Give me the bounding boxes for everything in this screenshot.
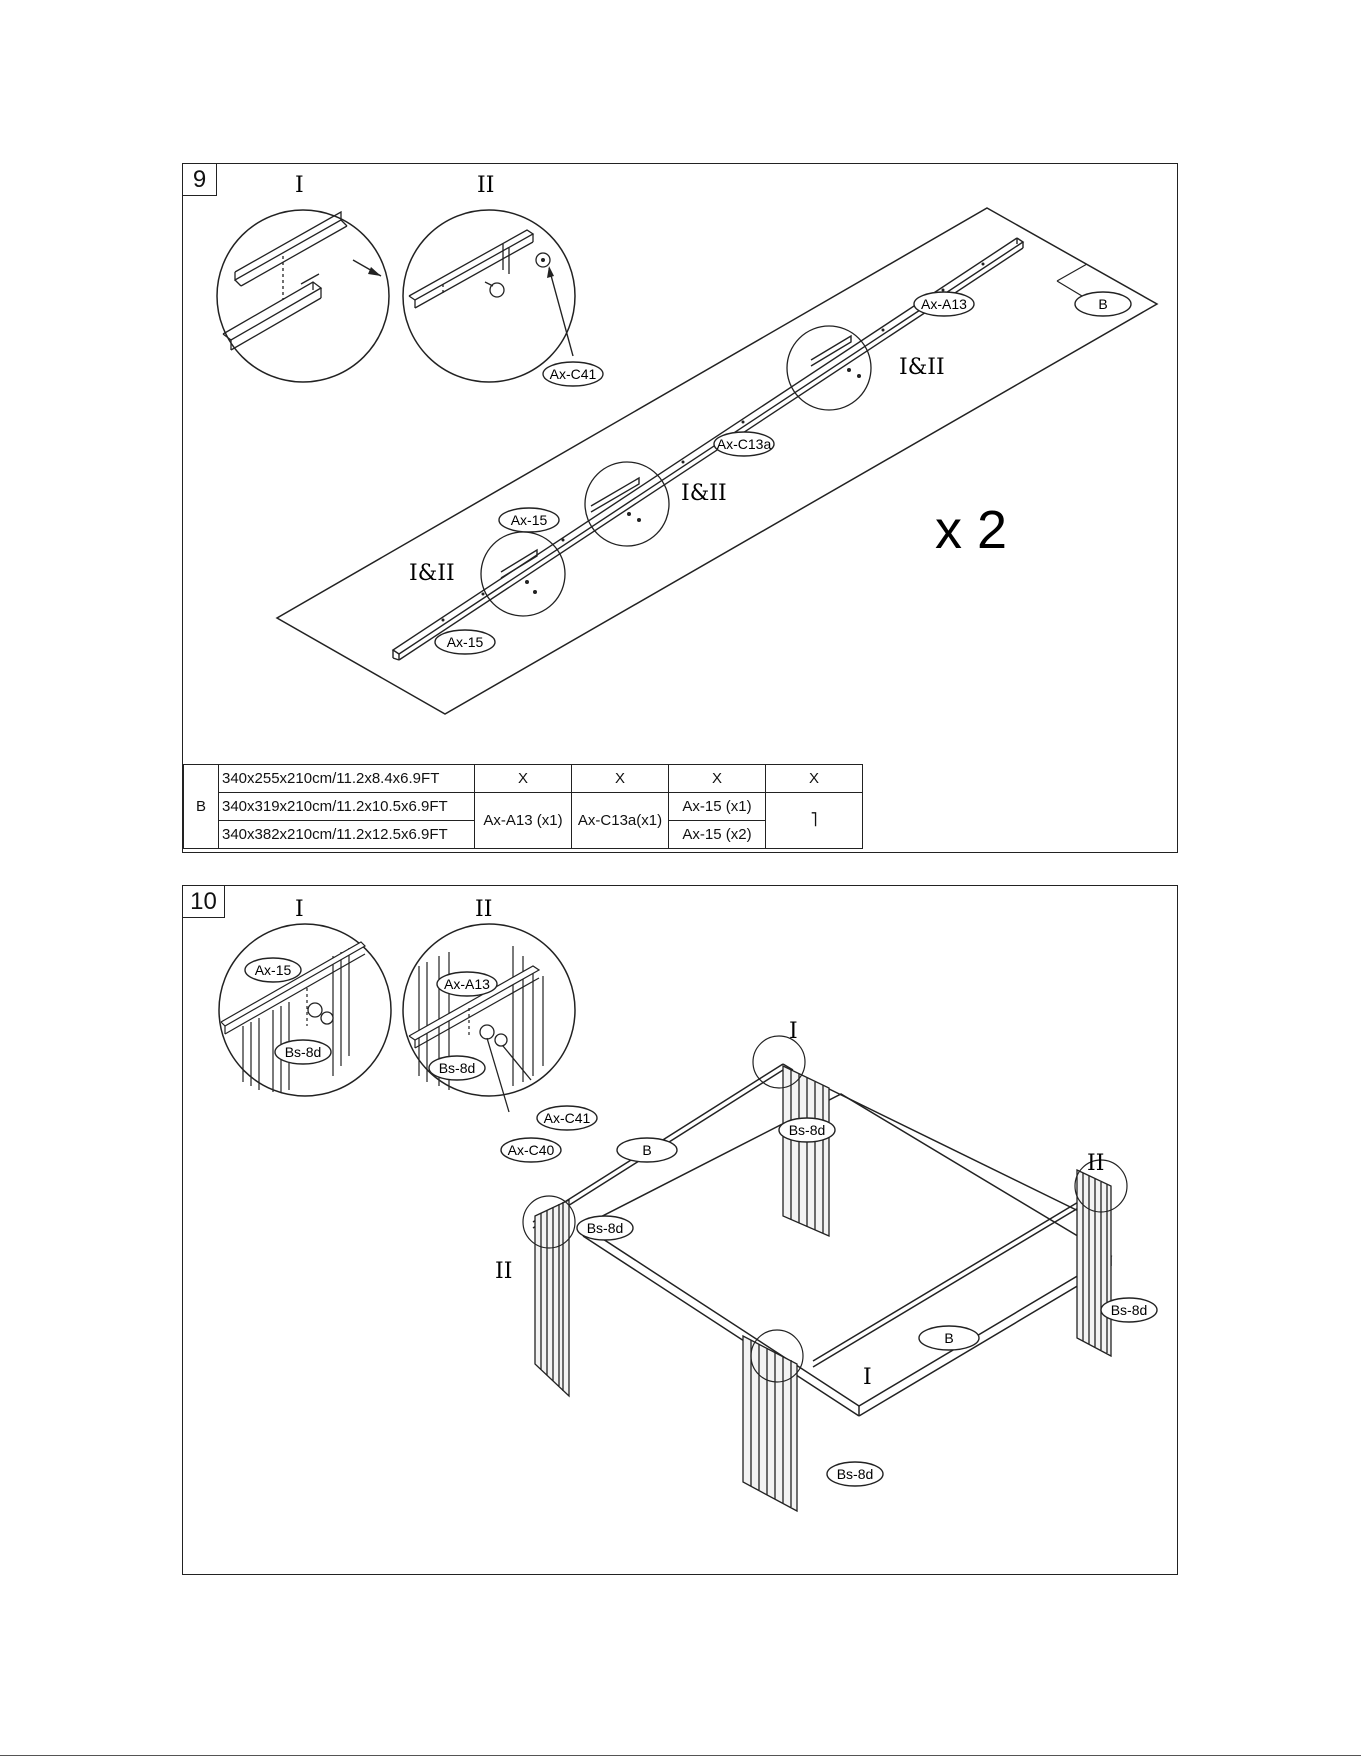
joint-label-2: I&II bbox=[681, 481, 727, 506]
callout-a13: Ax-A13 bbox=[444, 976, 490, 992]
size-row-1: 340x255x210cm/11.2x8.4x6.9FT bbox=[219, 765, 475, 793]
corner-label-i-top: I bbox=[789, 1019, 798, 1044]
callout-bs8d-detail2: Bs-8d bbox=[439, 1060, 476, 1076]
detail-label-ii: II bbox=[477, 173, 494, 198]
table-group-label: B bbox=[184, 765, 219, 849]
none-mark: X bbox=[572, 765, 669, 793]
detail-i-zoom bbox=[217, 210, 389, 382]
callout-c41: Ax-C41 bbox=[544, 1110, 591, 1126]
joint-circle-1 bbox=[481, 532, 565, 616]
callout-c41: Ax-C41 bbox=[550, 366, 597, 382]
detail-i-zoom bbox=[219, 924, 391, 1096]
step-9-panel: 9 bbox=[182, 163, 1178, 853]
callout-b-top: B bbox=[642, 1142, 651, 1158]
callout-a15: Ax-15 bbox=[255, 962, 292, 978]
callout-bs8d-detail1: Bs-8d bbox=[285, 1044, 322, 1060]
quantity-label: x 2 bbox=[935, 500, 1007, 560]
callout-bs8d-b: Bs-8d bbox=[587, 1220, 624, 1236]
callout-c13a: Ax-C13a bbox=[717, 436, 772, 452]
step-9-illustration: I II I&II I&II I&II Ax-C41 Ax-A13 Ax-C13… bbox=[183, 164, 1179, 764]
none-mark: X bbox=[669, 765, 766, 793]
callout-a15-top: Ax-15 bbox=[511, 512, 548, 528]
part-a15-count-1: Ax-15 (x1) bbox=[669, 793, 766, 821]
callout-bs8d-a: Bs-8d bbox=[789, 1122, 826, 1138]
detail-label-ii: II bbox=[475, 897, 492, 922]
page-bottom-rule bbox=[0, 1755, 1361, 1756]
callout-b-mid: B bbox=[944, 1330, 953, 1346]
profile-glyph: ˥ bbox=[766, 793, 863, 849]
part-c13a-count: Ax-C13a(x1) bbox=[572, 793, 669, 849]
none-mark: X bbox=[766, 765, 863, 793]
detail-label-i: I bbox=[295, 173, 304, 198]
detail-label-i: I bbox=[295, 897, 304, 922]
joint-circle-3 bbox=[787, 326, 871, 410]
joint-label-1: I&II bbox=[409, 561, 455, 586]
callout-bs8d-d: Bs-8d bbox=[837, 1466, 874, 1482]
part-a15-count-2: Ax-15 (x2) bbox=[669, 821, 766, 849]
joint-label-3: I&II bbox=[899, 355, 945, 380]
size-row-3: 340x382x210cm/11.2x12.5x6.9FT bbox=[219, 821, 475, 849]
callout-bs8d-c: Bs-8d bbox=[1111, 1302, 1148, 1318]
step-10-illustration: I II I II II I Ax-15 Bs-8d Ax-A13 Bs-8d … bbox=[183, 886, 1179, 1576]
step-10-panel: 10 bbox=[182, 885, 1178, 1575]
corner-label-i-bottom: I bbox=[863, 1365, 872, 1390]
callout-b: B bbox=[1098, 296, 1107, 312]
corner-label-ii-left: II bbox=[495, 1259, 512, 1284]
detail-ii-zoom bbox=[403, 924, 575, 1112]
part-a13-count: Ax-A13 (x1) bbox=[475, 793, 572, 849]
callout-c40: Ax-C40 bbox=[508, 1142, 555, 1158]
none-mark: X bbox=[475, 765, 572, 793]
callout-a15-bottom: Ax-15 bbox=[447, 634, 484, 650]
detail-ii-zoom bbox=[403, 210, 575, 382]
callout-a13: Ax-A13 bbox=[921, 296, 967, 312]
parts-table: B 340x255x210cm/11.2x8.4x6.9FT X X X X 3… bbox=[183, 764, 863, 849]
size-row-2: 340x319x210cm/11.2x10.5x6.9FT bbox=[219, 793, 475, 821]
corner-label-ii-right: II bbox=[1087, 1151, 1104, 1176]
